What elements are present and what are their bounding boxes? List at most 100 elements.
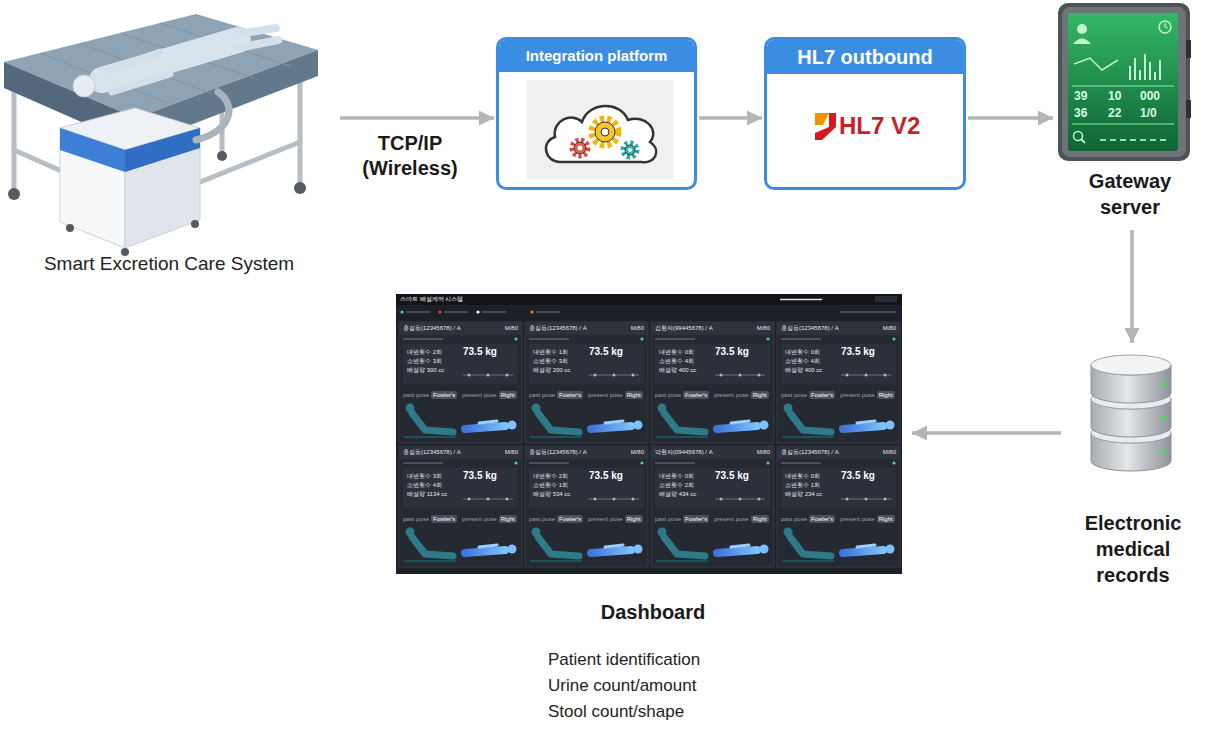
pose-caption: past pose <box>655 392 681 398</box>
patient-card <box>591 550 631 553</box>
patient-card <box>777 446 900 459</box>
database-icon <box>1161 450 1166 455</box>
bed-illustration <box>8 188 20 200</box>
patient-card <box>782 560 834 562</box>
patient-card <box>865 374 868 377</box>
patient-card <box>784 404 793 413</box>
patient-card <box>404 560 456 562</box>
patient-card <box>739 498 742 501</box>
patient-card <box>594 374 597 377</box>
patient-card <box>399 446 522 459</box>
patient-card <box>514 337 517 340</box>
patient-card <box>664 537 705 556</box>
screen-digit: 22 <box>1108 107 1121 119</box>
patient-card <box>506 498 509 501</box>
patient-card <box>591 426 631 429</box>
dashboard-screenshot <box>438 310 441 313</box>
excretion-amount: 배설량 1134 cc <box>407 491 447 497</box>
patient-card <box>479 421 497 423</box>
pose-badge: Fowler's <box>683 391 709 399</box>
patient-card <box>525 322 648 443</box>
urine-count: 소변횟수 2회 <box>659 482 694 488</box>
patient-card <box>508 545 517 554</box>
gateway-server-icon <box>1100 139 1170 141</box>
patient-id: 김환자(99445678) / A <box>655 325 713 331</box>
excretion-amount: 배설량 534 cc <box>533 491 570 497</box>
hl7-logo-mark <box>815 113 836 140</box>
urine-count: 소변횟수 3회 <box>533 358 568 364</box>
patient-id: 홍길동(12345678) / A <box>403 449 461 455</box>
pose-badge: Right <box>751 515 769 523</box>
patient-card <box>479 545 497 547</box>
patient-card <box>403 344 518 384</box>
screen-digit: 000 <box>1140 90 1160 102</box>
gateway-server-icon <box>1074 58 1118 70</box>
sex-age: M/80 <box>757 449 770 455</box>
patient-card <box>758 374 761 377</box>
patient-id: 홍길동(12345678) / A <box>529 449 587 455</box>
cloud-gears-icon <box>546 106 656 162</box>
patient-card <box>846 498 849 501</box>
patient-card <box>613 374 616 377</box>
patient-card <box>884 498 887 501</box>
dashboard-screenshot <box>875 296 897 302</box>
patient-card <box>589 499 639 500</box>
sex-age: M/80 <box>883 325 896 331</box>
patient-card <box>412 413 453 432</box>
bed-illustration <box>238 28 278 48</box>
dashboard-screenshot <box>840 311 896 313</box>
patient-card <box>655 468 770 508</box>
sex-age: M/80 <box>883 449 896 455</box>
patient-card <box>715 499 765 500</box>
patient-card <box>843 550 883 553</box>
patient-card <box>468 498 471 501</box>
pose-caption: present pose <box>840 392 875 398</box>
patient-card <box>508 421 517 430</box>
weight-value: 73.5 kg <box>463 471 497 481</box>
pose-caption: present pose <box>462 392 497 398</box>
flow-arrow <box>1130 230 1134 343</box>
cloud-gears-icon <box>595 122 615 142</box>
patient-card <box>656 560 708 562</box>
urine-count: 소변횟수 4회 <box>785 358 820 364</box>
excretion-amount: 배설량 400 cc <box>659 367 696 373</box>
patient-card <box>538 413 579 432</box>
patient-card <box>758 498 761 501</box>
patient-card <box>781 338 821 340</box>
gateway-server-icon <box>1081 139 1085 143</box>
gateway-server-icon <box>1165 23 1168 28</box>
flow-arrow <box>340 116 494 120</box>
patient-card <box>651 322 774 443</box>
gateway-server-icon <box>1073 39 1091 45</box>
patient-card <box>399 322 522 335</box>
patient-id: 홍길동(12345678) / A <box>781 449 839 455</box>
patient-card <box>412 537 453 556</box>
patient-card <box>532 528 541 537</box>
patient-card <box>403 338 443 340</box>
patient-card <box>529 462 569 464</box>
weight-value: 73.5 kg <box>589 347 623 357</box>
bed-illustration <box>294 182 306 194</box>
patient-card <box>655 338 695 340</box>
dashboard-screenshot <box>444 311 468 313</box>
dashboard-screenshot <box>530 310 533 313</box>
patient-card <box>843 426 883 429</box>
patient-card <box>841 375 891 376</box>
pose-badge: Right <box>625 515 643 523</box>
dashboard-title: Dashboard <box>396 600 910 624</box>
patient-card <box>406 404 415 413</box>
patient-card <box>720 374 723 377</box>
patient-card <box>777 322 900 443</box>
patient-card <box>781 344 896 384</box>
database-label: Electronic medical records <box>1071 510 1196 588</box>
patient-card <box>777 322 900 443</box>
excretion-amount: 배설량 400 cc <box>785 367 822 373</box>
patient-card <box>403 468 518 508</box>
bed-illustration <box>298 70 303 182</box>
urine-count: 소변횟수 1회 <box>785 482 820 488</box>
bed-illustration <box>73 75 95 97</box>
patient-card <box>632 374 635 377</box>
patient-card <box>720 498 723 501</box>
flow-arrow <box>699 116 762 120</box>
patient-card <box>760 545 769 554</box>
